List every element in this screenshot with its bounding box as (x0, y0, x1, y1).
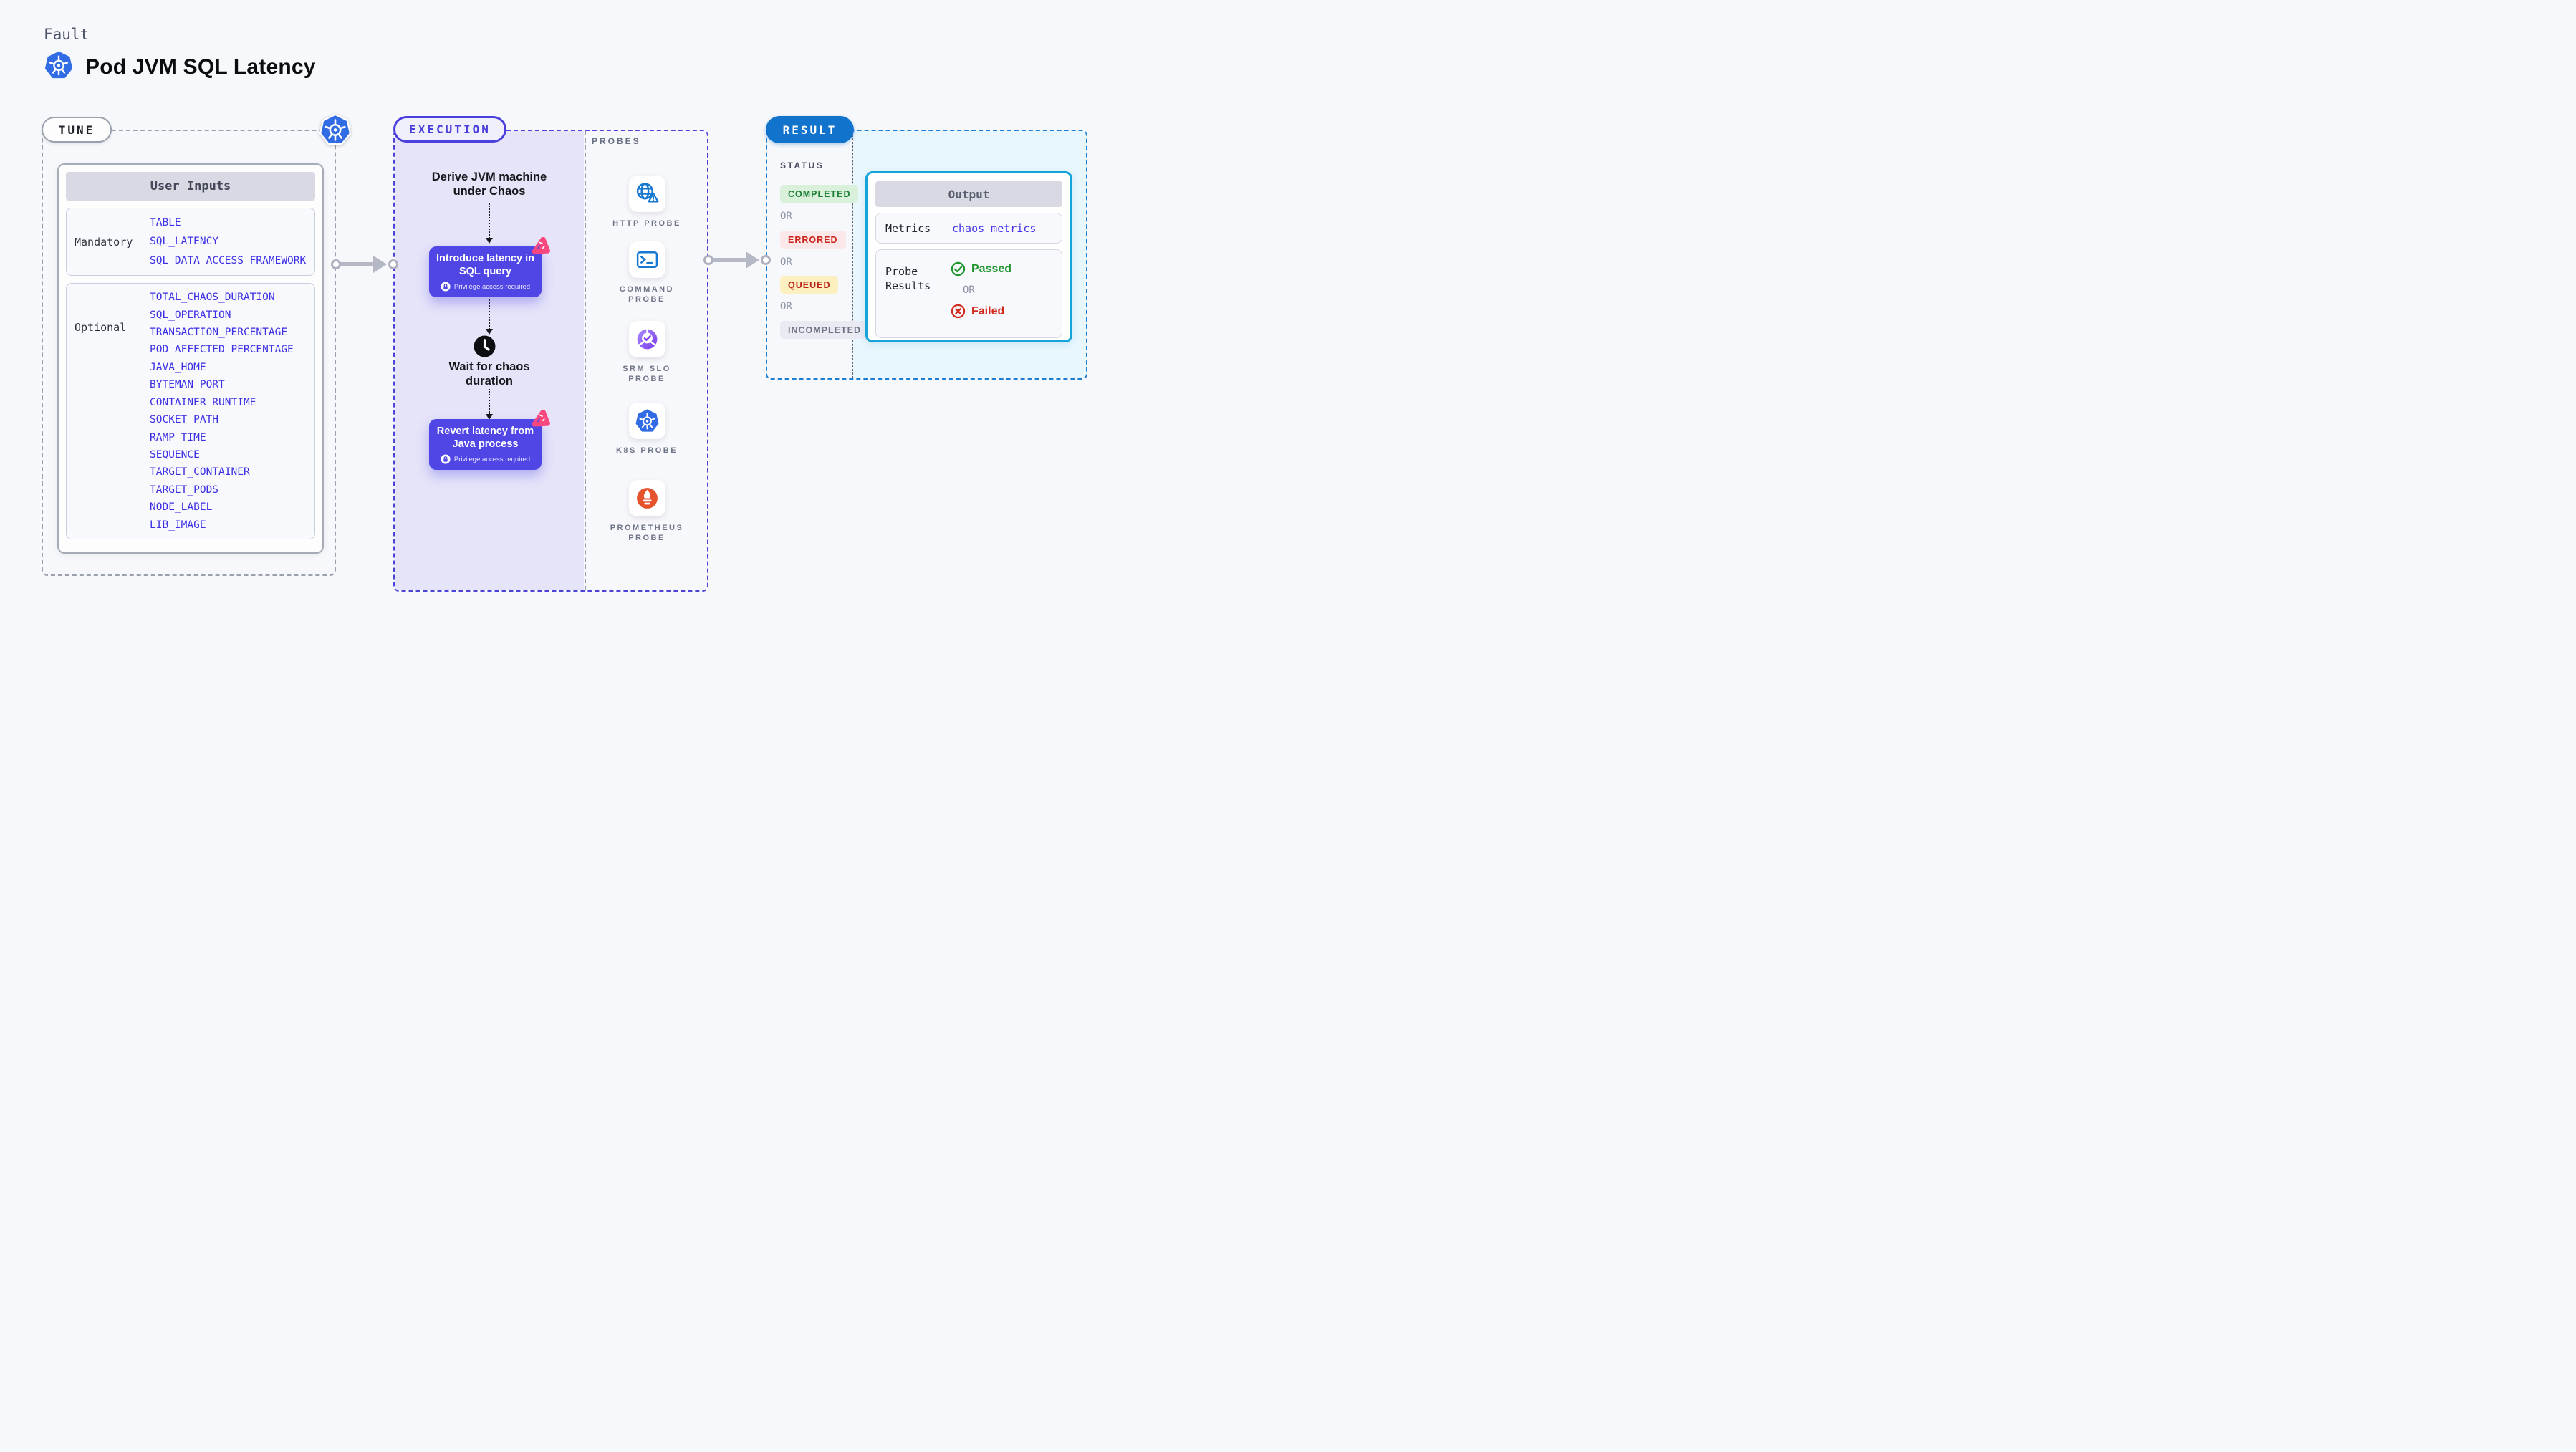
passed-label: Passed (971, 262, 1012, 275)
optional-section: Optional TOTAL_CHAOS_DURATION SQL_OPERAT… (66, 283, 315, 539)
optional-label: Optional (75, 321, 127, 334)
page-title-row: Pod JVM SQL Latency (44, 50, 316, 84)
revert-latency-label: Revert latency from Java process (436, 425, 534, 450)
execution-section-box (393, 130, 708, 592)
flow-arrow-down-icon (485, 203, 493, 244)
privilege-label: Privilege access required (453, 455, 531, 463)
param-item: SOCKET_PATH (150, 414, 219, 426)
globe-alert-icon (628, 176, 665, 212)
revert-latency-node: Revert latency from Java process Privile… (429, 409, 550, 470)
output-card: Output Metrics chaos metrics Probe Resul… (865, 171, 1072, 342)
chaos-icon (531, 409, 550, 433)
probe-results-row: Probe Results Passed OR Faile (875, 249, 1062, 338)
or-label: OR (963, 284, 975, 296)
probe-prometheus: PROMETHEUS PROBE (604, 480, 690, 543)
tune-to-execution-arrow (331, 255, 398, 274)
metrics-label: Metrics (885, 221, 931, 235)
param-item: TOTAL_CHAOS_DURATION (150, 292, 275, 304)
mandatory-items: TABLE SQL_LATENCY SQL_DATA_ACCESS_FRAMEW… (150, 208, 314, 275)
param-item: SQL_OPERATION (150, 309, 231, 321)
probe-results-values: Passed OR Failed (951, 261, 1011, 319)
status-separator (852, 131, 853, 378)
tune-pill: TUNE (42, 117, 112, 143)
probe-k8s: K8S PROBE (604, 403, 690, 456)
param-item: SEQUENCE (150, 449, 200, 461)
param-item: POD_AFFECTED_PERCENTAGE (150, 344, 294, 356)
user-inputs-header: User Inputs (66, 172, 315, 201)
privilege-label: Privilege access required (453, 282, 531, 291)
mandatory-label: Mandatory (75, 235, 133, 249)
probes-separator (585, 131, 586, 590)
kubernetes-icon (628, 403, 665, 439)
status-badge-completed: COMPLETED (780, 185, 859, 203)
execution-to-result-arrow (703, 251, 771, 269)
slo-pie-check-icon (628, 321, 665, 357)
terminal-icon (628, 241, 665, 278)
fault-kicker: Fault (44, 26, 90, 43)
probe-label: PROMETHEUS PROBE (610, 524, 684, 542)
param-item: TABLE (150, 217, 181, 229)
chaos-icon (531, 236, 550, 260)
param-item: TRANSACTION_PERCENTAGE (150, 327, 288, 339)
param-item: SQL_LATENCY (150, 236, 219, 248)
probe-command: COMMAND PROBE (604, 241, 690, 304)
status-header: STATUS (780, 160, 825, 170)
clock-icon (474, 335, 496, 361)
fault-diagram: Fault Pod JVM SQL Latency TUNE EXECUTION… (0, 0, 1123, 633)
user-inputs-card: User Inputs Mandatory TABLE SQL_LATENCY … (57, 163, 324, 554)
status-badge-errored: ERRORED (780, 231, 846, 249)
introduce-latency-node: Introduce latency in SQL query Privilege… (429, 236, 550, 297)
flow-arrow-down-icon (485, 299, 493, 335)
mandatory-section: Mandatory TABLE SQL_LATENCY SQL_DATA_ACC… (66, 208, 315, 276)
param-item: CONTAINER_RUNTIME (150, 396, 256, 408)
result-pill: RESULT (766, 116, 854, 143)
or-label: OR (780, 301, 792, 312)
probe-label: SRM SLO PROBE (623, 365, 671, 383)
privilege-row: Privilege access required (433, 454, 537, 464)
param-item: TARGET_CONTAINER (150, 466, 250, 479)
param-item: LIB_IMAGE (150, 519, 206, 531)
failed-label: Failed (971, 304, 1005, 317)
param-item: TARGET_PODS (150, 484, 219, 496)
probes-header: PROBES (592, 136, 641, 146)
wait-step-label: Wait for chaos duration (448, 360, 530, 388)
failed-row: Failed (951, 304, 1011, 319)
x-circle-icon (951, 304, 966, 319)
kubernetes-icon (319, 113, 352, 150)
passed-row: Passed (951, 261, 1011, 277)
param-item: NODE_LABEL (150, 501, 213, 514)
page-title: Pod JVM SQL Latency (85, 54, 316, 79)
optional-items: TOTAL_CHAOS_DURATION SQL_OPERATION TRANS… (150, 284, 314, 539)
probe-results-label: Probe Results (885, 265, 931, 292)
param-item: JAVA_HOME (150, 361, 206, 373)
introduce-latency-label: Introduce latency in SQL query (436, 253, 534, 277)
param-item: BYTEMAN_PORT (150, 379, 225, 391)
or-label: OR (780, 256, 792, 268)
or-label: OR (780, 211, 792, 222)
output-header: Output (875, 181, 1062, 207)
metrics-value: chaos metrics (952, 221, 1037, 235)
status-badge-queued: QUEUED (780, 276, 839, 294)
probe-http: HTTP PROBE (604, 176, 690, 229)
result-section-box (766, 130, 1087, 380)
probe-srm-slo: SRM SLO PROBE (604, 321, 690, 384)
kubernetes-icon (44, 50, 74, 84)
prometheus-icon (628, 480, 665, 516)
param-item: SQL_DATA_ACCESS_FRAMEWORK (150, 254, 307, 266)
derive-step-label: Derive JVM machine under Chaos (431, 170, 547, 198)
flow-arrow-down-icon (485, 389, 493, 420)
probe-label: K8S PROBE (615, 446, 678, 455)
lock-icon (441, 454, 451, 464)
lock-icon (441, 282, 451, 292)
tune-section-box (42, 130, 336, 576)
privilege-row: Privilege access required (433, 282, 537, 292)
execution-pill: EXECUTION (393, 116, 506, 143)
metrics-row: Metrics chaos metrics (875, 213, 1062, 244)
check-circle-icon (951, 261, 966, 277)
status-badge-incompleted: INCOMPLETED (780, 321, 869, 339)
probe-label: COMMAND PROBE (619, 285, 675, 304)
param-item: RAMP_TIME (150, 431, 206, 443)
probe-label: HTTP PROBE (612, 219, 681, 228)
